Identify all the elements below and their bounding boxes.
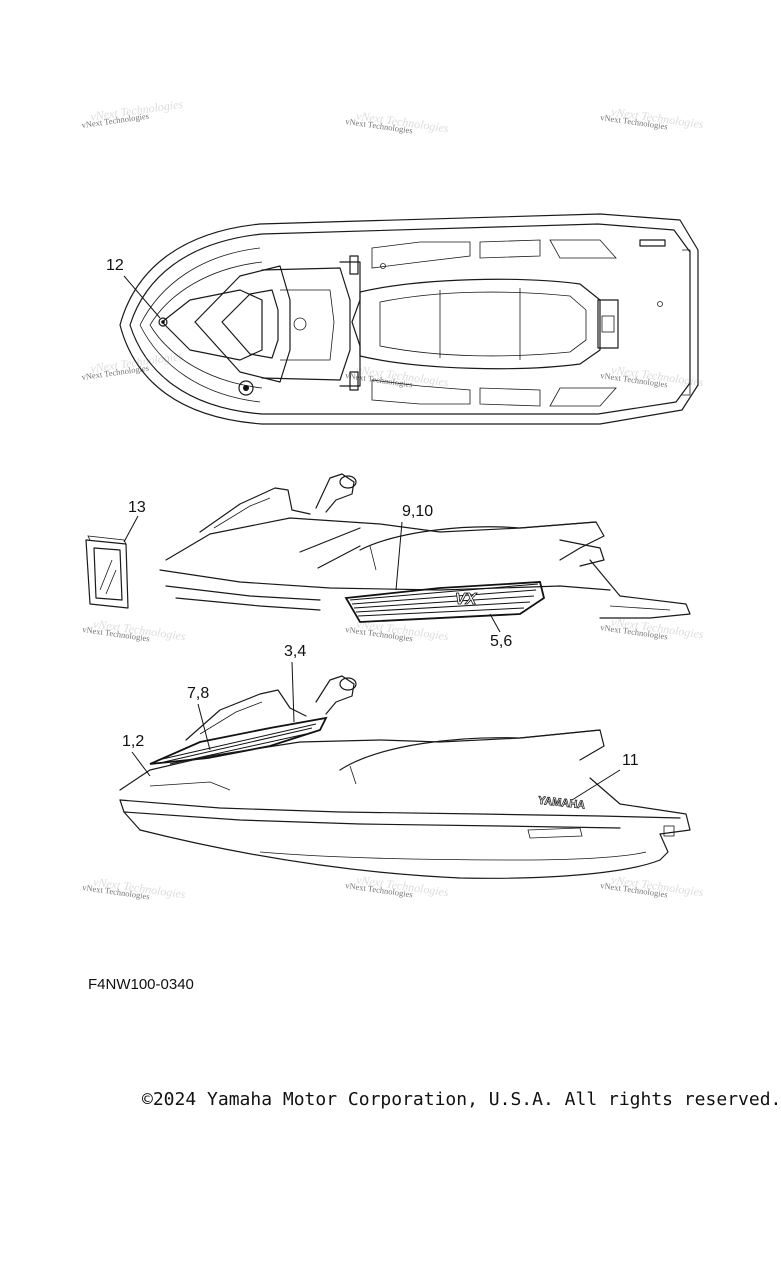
side-decal-stripes [349,583,539,617]
callout-9-10: 9,10 [402,503,433,520]
part-code-label: F4NW100-0340 [88,976,194,993]
top-view-watercraft [119,213,699,425]
side-view-upper-watercraft: VX [159,473,691,623]
callout-1-2: 1,2 [122,733,144,750]
side-view-lower-watercraft: YAMAHA [119,675,691,879]
callout-12: 12 [106,257,124,274]
window-decal-13 [85,535,129,609]
callout-5-6: 5,6 [490,633,512,650]
copyright-notice: ©2024 Yamaha Motor Corporation, U.S.A. A… [142,1089,781,1110]
callout-13: 13 [128,499,146,516]
brand-logo-decal: YAMAHA [537,795,585,812]
callout-7-8: 7,8 [187,685,209,702]
model-logo-decal: VX [455,591,478,608]
callout-11: 11 [622,752,639,769]
hood-decal-stripes [157,723,317,765]
callout-3-4: 3,4 [284,643,306,660]
watermarks: vNext Technologies vNext Technologies vN… [81,97,705,902]
callouts: 12 13 9,10 5,6 3,4 7,8 1,2 11 [106,257,639,801]
